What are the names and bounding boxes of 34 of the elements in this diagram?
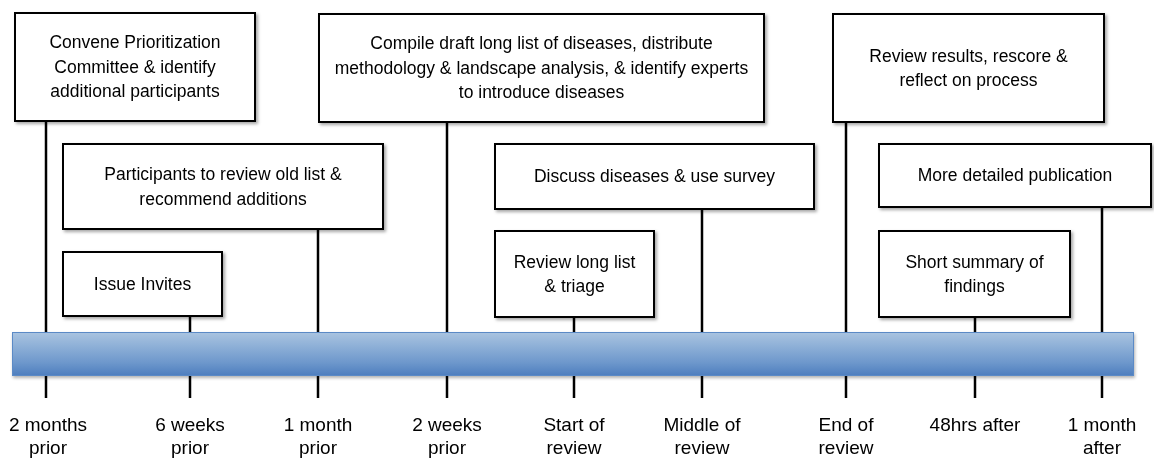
connector-line bbox=[1100, 208, 1104, 332]
time-label: End of review bbox=[817, 414, 875, 460]
event-text: Short summary of findings bbox=[904, 250, 1045, 298]
event-box bbox=[318, 13, 765, 123]
connector-line bbox=[445, 123, 449, 332]
time-label: 1 month prior bbox=[282, 414, 354, 460]
time-label: Middle of review bbox=[662, 414, 742, 460]
event-box bbox=[494, 230, 655, 318]
event-text: Discuss diseases & use survey bbox=[533, 165, 776, 189]
event-box bbox=[62, 143, 384, 230]
timeline-bar bbox=[12, 332, 1134, 376]
event-text: Review results, rescore & reflect on process bbox=[868, 44, 1069, 92]
event-text: Review long list & triage bbox=[512, 250, 637, 298]
event-text: Participants to review old list & recommend additions bbox=[103, 163, 343, 211]
event-text: Issue Invites bbox=[93, 272, 192, 296]
connector-line bbox=[844, 123, 848, 332]
connector-line bbox=[44, 122, 48, 332]
event-box bbox=[494, 143, 815, 210]
time-label: Start of review bbox=[542, 414, 606, 460]
event-text: More detailed publication bbox=[917, 164, 1113, 188]
time-label: 6 weeks prior bbox=[154, 414, 226, 460]
connector-line bbox=[316, 230, 320, 332]
time-label: 1 month after bbox=[1066, 414, 1138, 460]
event-box bbox=[878, 143, 1152, 208]
event-text: Convene Prioritization Committee & identify additional participants bbox=[48, 31, 222, 104]
time-label: 2 months prior bbox=[7, 414, 89, 460]
event-box bbox=[62, 251, 223, 317]
event-text: Compile draft long list of diseases, distribute methodology & landscape analysis, & identify experts to introduce diseases bbox=[333, 32, 750, 105]
time-label: 48hrs after bbox=[928, 414, 1022, 437]
connector-line bbox=[700, 210, 704, 332]
event-box bbox=[14, 12, 256, 122]
event-box bbox=[832, 13, 1105, 123]
time-label: 2 weeks prior bbox=[411, 414, 483, 460]
event-box bbox=[878, 230, 1071, 318]
